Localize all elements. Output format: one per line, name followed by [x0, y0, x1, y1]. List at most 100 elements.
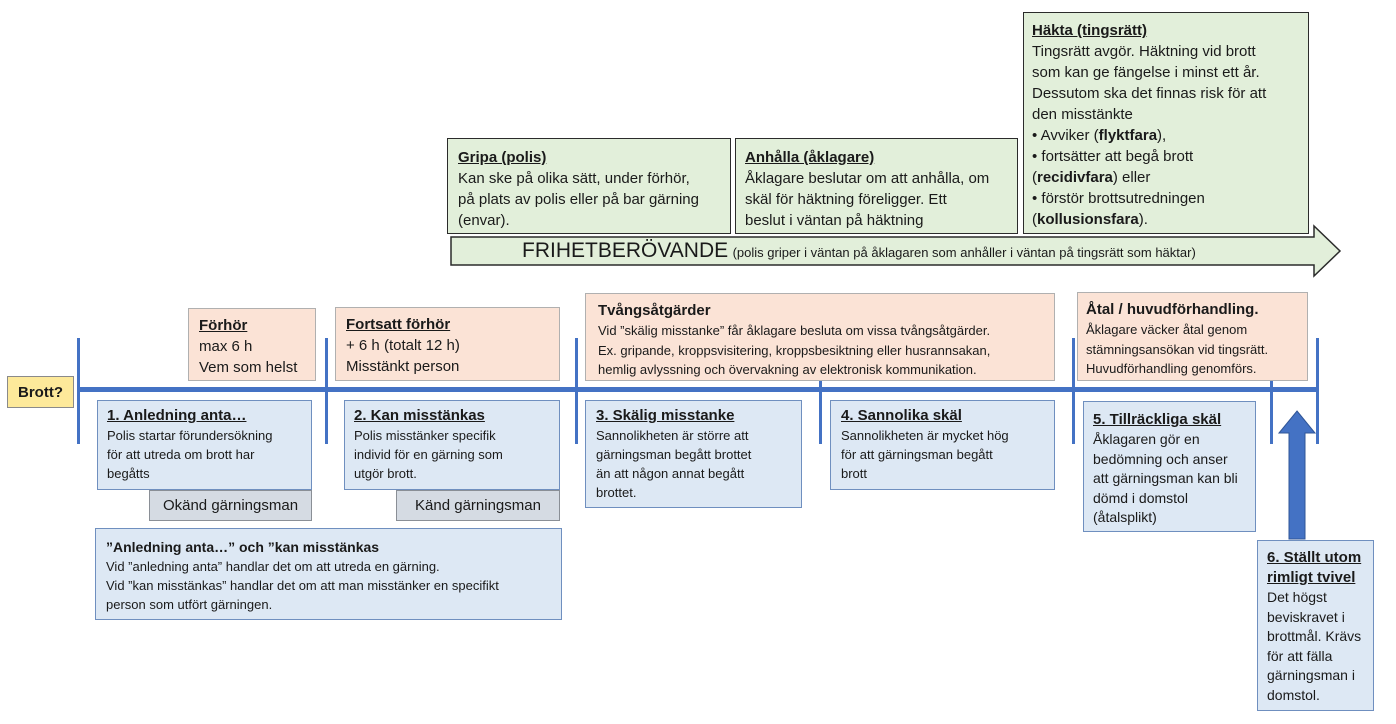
gripa-box: Gripa (polis) Kan ske på olika sätt, und…	[447, 138, 731, 234]
fortsatt-title: Fortsatt förhör	[346, 316, 451, 333]
timeline-tick	[575, 338, 578, 444]
forhor-box: Förhör max 6 h Vem som helst	[188, 308, 316, 381]
forhor-line: max 6 h	[199, 338, 253, 355]
kand-text: Känd gärningsman	[415, 497, 541, 514]
step-1-line: för att utreda om brott har	[107, 447, 255, 462]
hakta-bullet-2b: (recidivfara) eller	[1032, 169, 1151, 186]
step-6-title: 6. Ställt utom	[1267, 549, 1362, 566]
anhalla-line: beslut i väntan på häktning	[745, 212, 924, 229]
tvangsatgarder-box: Tvångsåtgärder Vid ”skälig misstanke” få…	[585, 293, 1055, 381]
step-6-line: gärningsman i	[1267, 667, 1355, 683]
step-3-box: 3. Skälig misstanke Sannolikheten är stö…	[585, 400, 802, 508]
gripa-line: (envar).	[458, 212, 510, 229]
step-1-line: begåtts	[107, 466, 150, 481]
hakta-line: Dessutom ska det finnas risk för att	[1032, 85, 1267, 102]
timeline-tick	[77, 338, 80, 444]
hakta-bullet-3: • förstör brottsutredningen	[1032, 190, 1205, 207]
anhalla-box: Anhålla (åklagare) Åklagare beslutar om …	[735, 138, 1018, 234]
step-3-line: gärningsman begått brottet	[596, 447, 752, 462]
brott-text: Brott?	[18, 383, 63, 401]
atal-line: Åklagare väcker åtal genom	[1086, 322, 1248, 337]
tvang-line: hemlig avlyssning och övervakning av ele…	[598, 362, 977, 377]
kand-gärningsman-tag: Känd gärningsman	[396, 490, 560, 521]
step-4-line: Sannolikheten är mycket hög	[841, 428, 1009, 443]
step-6-line: domstol.	[1267, 686, 1320, 703]
step-4-line: brott	[841, 466, 868, 481]
gripa-title: Gripa (polis)	[458, 149, 547, 166]
fortsatt-line: + 6 h (totalt 12 h)	[346, 337, 460, 354]
step-4-box: 4. Sannolika skäl Sannolikheten är mycke…	[830, 400, 1055, 490]
timeline-line	[77, 387, 1319, 392]
step-2-line: utgör brott.	[354, 466, 417, 481]
timeline-tick	[1270, 338, 1273, 444]
up-arrow-icon	[1277, 410, 1317, 540]
step-2-line: individ för en gärning som	[354, 447, 503, 462]
step-5-line: Åklagaren gör en	[1093, 431, 1200, 447]
anhalla-line: skäl för häktning föreligger. Ett	[745, 191, 947, 208]
step-1-title: 1. Anledning anta…	[107, 407, 247, 424]
frihetberovande-arrow	[450, 224, 1342, 278]
atal-box: Åtal / huvudförhandling. Åklagare väcker…	[1077, 292, 1308, 381]
timeline-tick	[819, 338, 822, 444]
gripa-line: Kan ske på olika sätt, under förhör,	[458, 170, 690, 187]
note-box: ”Anledning anta…” och ”kan misstänkas Vi…	[95, 528, 562, 620]
step-1-line: Polis startar förundersökning	[107, 428, 273, 443]
hakta-title: Häkta (tingsrätt)	[1032, 22, 1148, 39]
hakta-line: Tingsrätt avgör. Häktning vid brott	[1032, 43, 1256, 60]
hakta-bullet-3b: (kollusionsfara).	[1032, 211, 1148, 228]
step-2-line: Polis misstänker specifik	[354, 428, 496, 443]
hakta-line: den misstänkte	[1032, 106, 1133, 123]
step-4-title: 4. Sannolika skäl	[841, 407, 962, 424]
note-line: person som utfört gärningen.	[106, 597, 273, 612]
step-6-line: Det högst	[1267, 589, 1327, 605]
brott-label: Brott?	[7, 376, 74, 408]
step-5-line: dömd i domstol	[1093, 489, 1188, 506]
step-6-line: beviskravet i	[1267, 608, 1345, 625]
forhor-line: Vem som helst	[199, 359, 298, 376]
tvang-line: Vid ”skälig misstanke” får åklagare besl…	[598, 323, 991, 338]
fortsatt-forhor-box: Fortsatt förhör + 6 h (totalt 12 h) Miss…	[335, 307, 560, 381]
forhor-title: Förhör	[199, 317, 248, 334]
arrow-text: FRIHETBERÖVANDE (polis griper i väntan p…	[522, 238, 1196, 266]
arrow-main: FRIHETBERÖVANDE	[522, 239, 729, 262]
step-3-line: än att någon annat begått	[596, 466, 745, 481]
hakta-bullet-1: • Avviker (flyktfara),	[1032, 127, 1167, 144]
timeline-tick	[1316, 338, 1319, 444]
tvang-title: Tvångsåtgärder	[598, 302, 711, 319]
step-6-title: rimligt tvivel	[1267, 569, 1356, 586]
gripa-line: på plats av polis eller på bar gärning	[458, 191, 699, 208]
step-5-title: 5. Tillräckliga skäl	[1093, 411, 1222, 428]
step-1-box: 1. Anledning anta… Polis startar förunde…	[97, 400, 312, 490]
step-2-title: 2. Kan misstänkas	[354, 407, 485, 424]
step-6-line: brottmål. Krävs	[1267, 628, 1362, 644]
note-title: ”Anledning anta…” och ”kan misstänkas	[106, 539, 380, 555]
hakta-bullet-2: • fortsätter att begå brott	[1032, 148, 1194, 165]
okand-gärningsman-tag: Okänd gärningsman	[149, 490, 312, 521]
step-2-box: 2. Kan misstänkas Polis misstänker speci…	[344, 400, 560, 490]
note-line: Vid ”anledning anta” handlar det om att …	[106, 559, 440, 574]
tvang-line: Ex. gripande, kroppsvisitering, kroppsbe…	[598, 342, 991, 358]
fortsatt-line: Misstänkt person	[346, 358, 460, 375]
step-5-box: 5. Tillräckliga skäl Åklagaren gör en be…	[1083, 401, 1256, 532]
atal-line: Huvudförhandling genomförs.	[1086, 361, 1257, 376]
step-5-line: att gärningsman kan bli	[1093, 470, 1238, 486]
atal-title: Åtal / huvudförhandling.	[1086, 301, 1259, 318]
hakta-line: som kan ge fängelse i minst ett år.	[1032, 64, 1260, 81]
step-6-box: 6. Ställt utom rimligt tvivel Det högst …	[1257, 540, 1374, 711]
anhalla-line: Åklagare beslutar om att anhålla, om	[745, 170, 990, 187]
step-3-line: Sannolikheten är större att	[596, 428, 749, 443]
timeline-tick	[1072, 338, 1075, 444]
step-6-line: för att fälla	[1267, 647, 1333, 664]
step-3-line: brottet.	[596, 485, 637, 500]
timeline-tick	[325, 338, 328, 444]
step-5-line: (åtalsplikt)	[1093, 509, 1157, 525]
anhalla-title: Anhålla (åklagare)	[745, 149, 875, 166]
note-line: Vid ”kan misstänkas” handlar det om att …	[106, 578, 499, 593]
step-3-title: 3. Skälig misstanke	[596, 407, 735, 424]
step-4-line: för att gärningsman begått	[841, 447, 993, 462]
okand-text: Okänd gärningsman	[162, 497, 299, 514]
step-5-line: bedömning och anser	[1093, 450, 1228, 467]
atal-line: stämningsansökan vid tingsrätt.	[1086, 341, 1269, 357]
hakta-box: Häkta (tingsrätt) Tingsrätt avgör. Häktn…	[1023, 12, 1309, 234]
arrow-sub: (polis griper i väntan på åklagaren som …	[732, 245, 1196, 260]
